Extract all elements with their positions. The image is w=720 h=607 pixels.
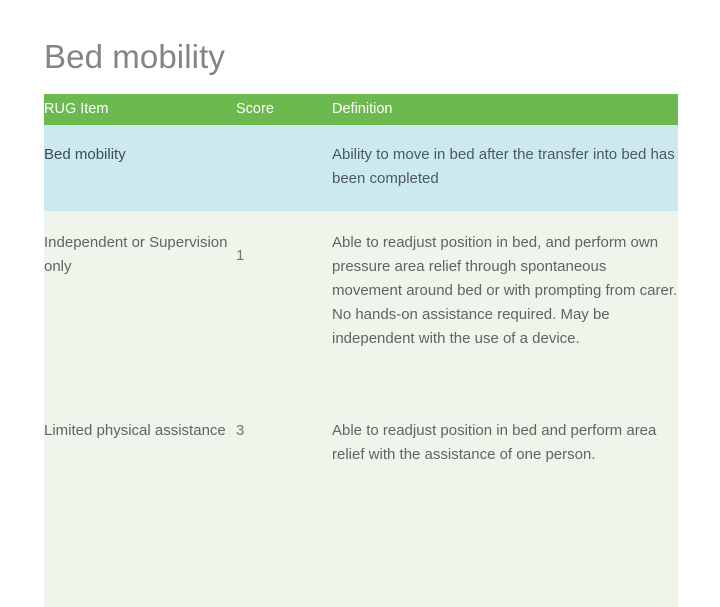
table-row: Bed mobility Ability to move in bed afte…	[44, 125, 678, 211]
cell-definition: Able to readjust position in bed, and pe…	[332, 234, 678, 347]
cell-definition: Able to readjust position in bed and per…	[332, 422, 657, 463]
cell-score	[236, 125, 332, 211]
table-row: Limited physical assistance 3 Able to re…	[44, 397, 678, 529]
filler-cell	[332, 529, 678, 607]
score-value: 3	[236, 422, 245, 439]
cell-definition: Ability to move in bed after the transfe…	[332, 146, 675, 187]
cell-rug-item: Independent or Supervision only	[44, 234, 228, 275]
filler-cell	[236, 529, 332, 607]
score-value: 1	[236, 247, 245, 264]
table-filler-row	[44, 529, 678, 607]
table-body: Bed mobility Ability to move in bed afte…	[44, 125, 678, 607]
rug-item-table: RUG Item Score Definition Bed mobility A…	[44, 94, 678, 607]
filler-cell	[44, 529, 236, 607]
cell-score: 3	[236, 397, 332, 529]
table-header: RUG Item Score Definition	[44, 94, 678, 125]
page-title: Bed mobility	[44, 38, 225, 75]
cell-rug-item: Bed mobility	[44, 146, 126, 163]
column-header-rug-item: RUG Item	[44, 101, 109, 117]
slide: Bed mobility RUG Item Score Definition B…	[44, 38, 678, 607]
cell-rug-item: Limited physical assistance	[44, 422, 226, 439]
column-header-score: Score	[236, 101, 274, 117]
column-header-definition: Definition	[332, 101, 393, 117]
table-header-row: RUG Item Score Definition	[44, 94, 678, 125]
table-row: Independent or Supervision only 1 Able t…	[44, 211, 678, 397]
cell-score: 1	[236, 211, 332, 397]
table: RUG Item Score Definition Bed mobility A…	[44, 94, 678, 607]
